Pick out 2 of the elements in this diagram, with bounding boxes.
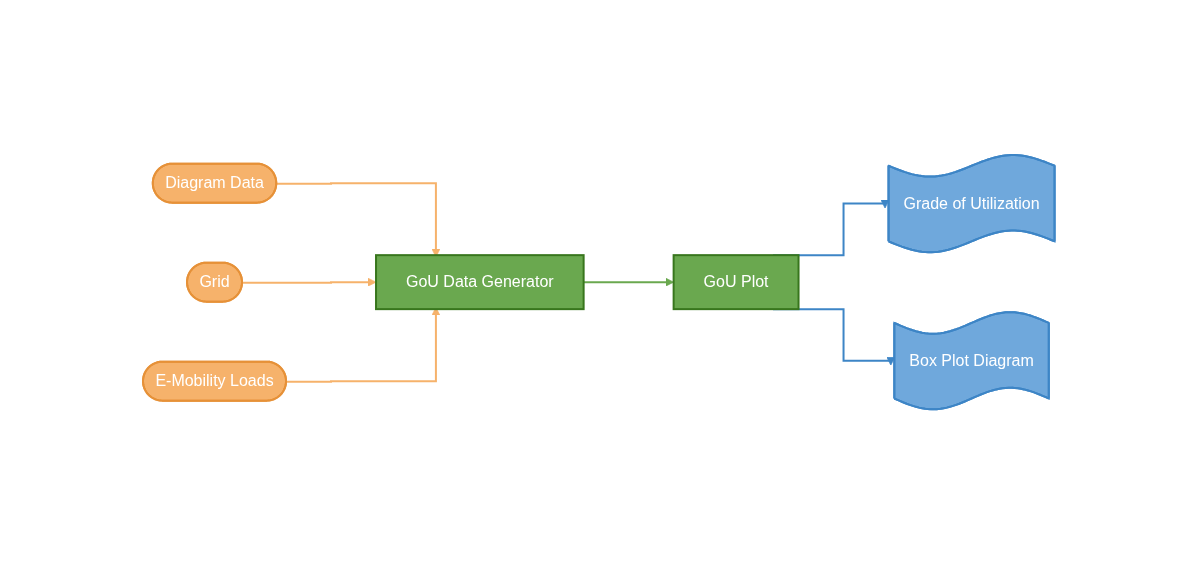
node-box: GoU Plot (672, 254, 800, 311)
node-box: GoU Data Generator (375, 254, 585, 311)
